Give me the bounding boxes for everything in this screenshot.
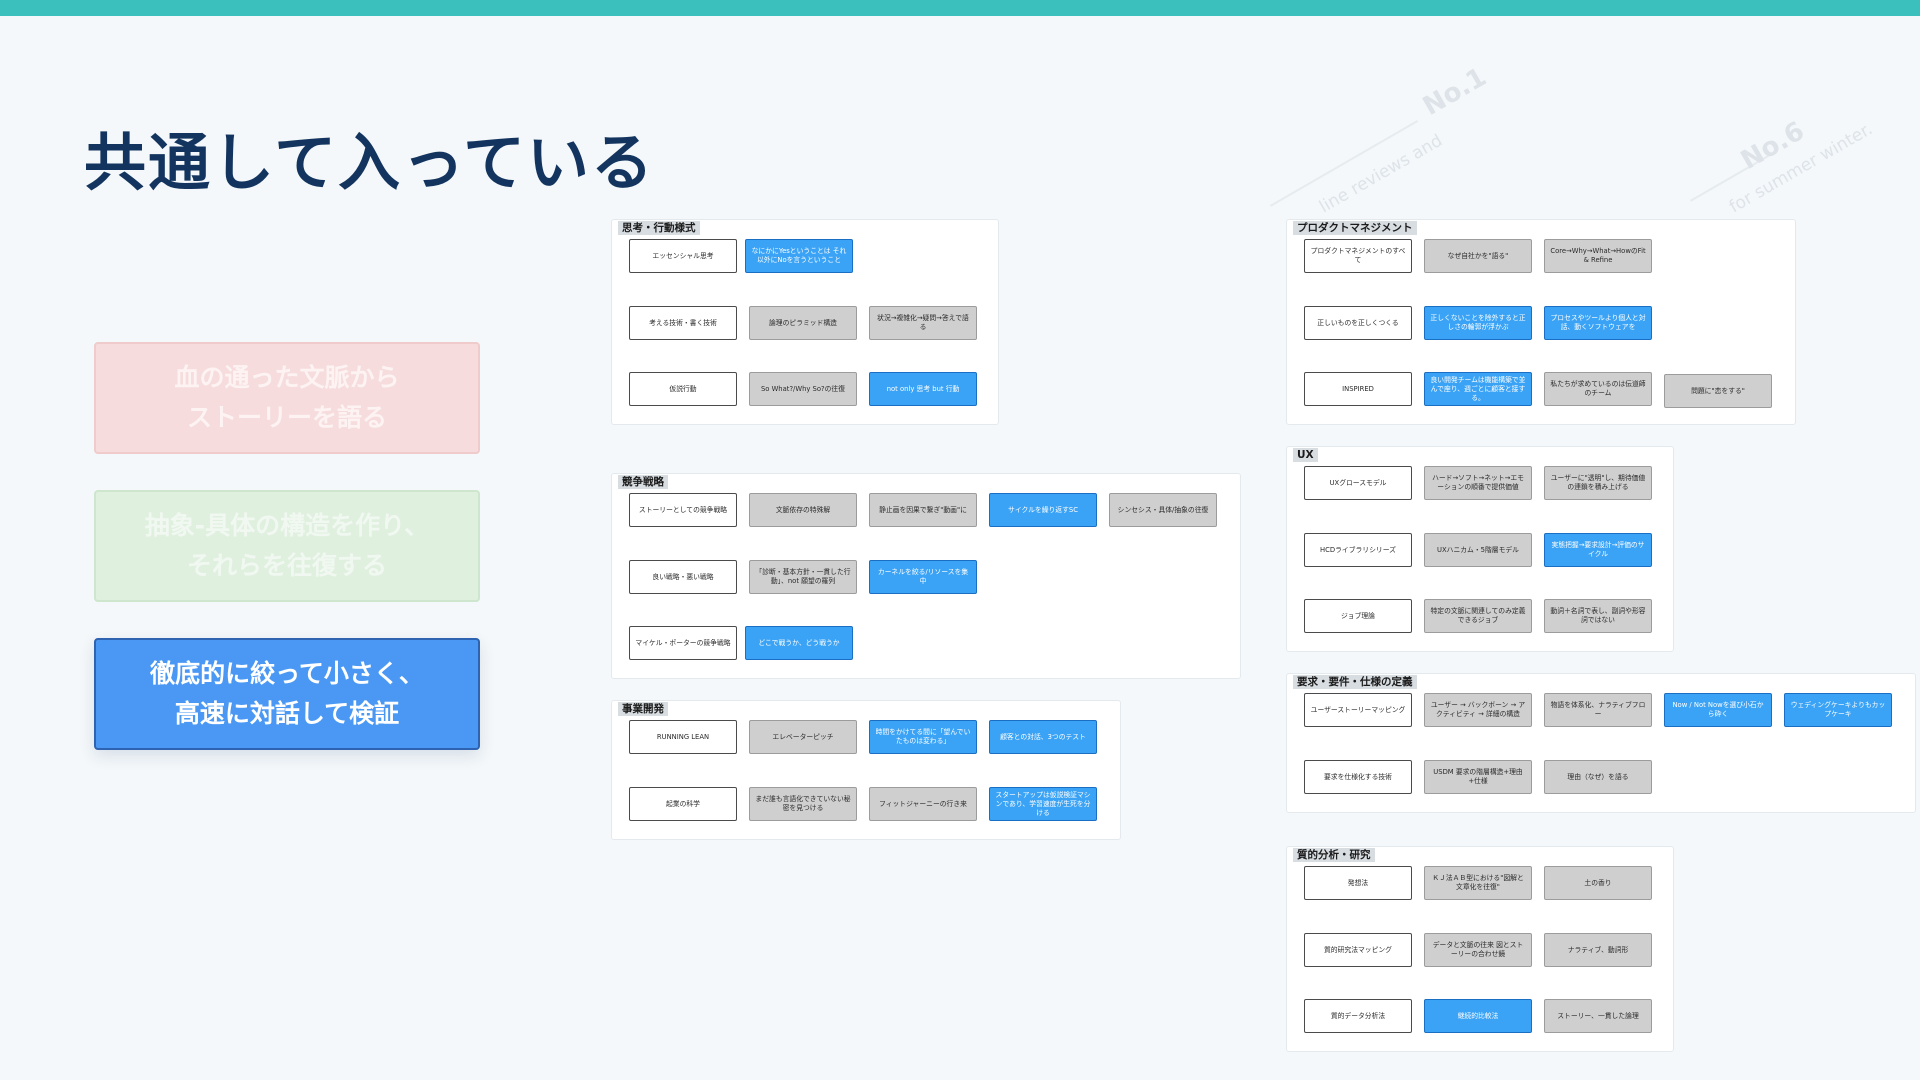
- board-item[interactable]: 文脈依存の特殊解: [749, 493, 857, 527]
- board-item[interactable]: RUNNING LEAN: [629, 720, 737, 754]
- board-item[interactable]: INSPIRED: [1304, 372, 1412, 406]
- panel-title: UX: [1293, 448, 1318, 462]
- board-item[interactable]: ウェディングケーキよりもカップケーキ: [1784, 693, 1892, 727]
- board-item[interactable]: 要求を仕様化する技術: [1304, 760, 1412, 794]
- board-item[interactable]: 時間をかけてる間に「望んでいたものは変わる」: [869, 720, 977, 754]
- board-item[interactable]: ユーザー → バックボーン → アクティビティ → 詳細の構造: [1424, 693, 1532, 727]
- panel-title: 事業開発: [618, 702, 668, 716]
- panel-ux: UX UXグロースモデル ハード→ソフト→ネット→エモーションの順番で提供価値 …: [1286, 446, 1674, 652]
- board-item[interactable]: プロセスやツールより個人と対話、動くソフトウェアを: [1544, 306, 1652, 340]
- theme-card-context-story[interactable]: 血の通った文脈から ストーリーを語る: [94, 342, 480, 454]
- board-item[interactable]: 起業の科学: [629, 787, 737, 821]
- board-item[interactable]: 物語を体系化、ナラティブフロー: [1544, 693, 1652, 727]
- board-item[interactable]: 良い開発チームは機能構築で並んで座り、週ごとに顧客と接する。: [1424, 372, 1532, 406]
- board-item[interactable]: エレベーターピッチ: [749, 720, 857, 754]
- board-item[interactable]: UXグロースモデル: [1304, 466, 1412, 500]
- panel-requirements: 要求・要件・仕様の定義 ユーザーストーリーマッピング ユーザー → バックボーン…: [1286, 673, 1916, 813]
- board-item[interactable]: 発想法: [1304, 866, 1412, 900]
- theme-card-small-fast-validate[interactable]: 徹底的に絞って小さく、 高速に対話して検証: [94, 638, 480, 750]
- board-item[interactable]: 理由（なぜ）を語る: [1544, 760, 1652, 794]
- board-item[interactable]: スタートアップは仮説検証マシンであり、学習速度が生死を分ける: [989, 787, 1097, 821]
- board-item[interactable]: 動詞＋名詞で表し、副詞や形容詞ではない: [1544, 599, 1652, 633]
- board-item[interactable]: 仮説行動: [629, 372, 737, 406]
- board-item[interactable]: カーネルを絞る/リソースを集中: [869, 560, 977, 594]
- board-item[interactable]: まだ誰も言語化できていない秘密を見つける: [749, 787, 857, 821]
- board-item[interactable]: 特定の文脈に関連してのみ定義できるジョブ: [1424, 599, 1532, 633]
- board-item[interactable]: 考える技術・書く技術: [629, 306, 737, 340]
- board-item[interactable]: Now / Not Nowを選び小石から砕く: [1664, 693, 1772, 727]
- panel-thinking: 思考・行動様式 エッセンシャル思考 なにかにYesということは それ以外にNoを…: [611, 219, 999, 425]
- board-item[interactable]: なぜ自社かを"語る": [1424, 239, 1532, 273]
- board-item[interactable]: 質的研究法マッピング: [1304, 933, 1412, 967]
- slide-title: 共通して入っている: [84, 126, 656, 199]
- board-item[interactable]: サイクルを繰り返すSC: [989, 493, 1097, 527]
- board-item[interactable]: 継続的比較法: [1424, 999, 1532, 1033]
- board-item[interactable]: シンセシス・具体/抽象の往復: [1109, 493, 1217, 527]
- board-item[interactable]: 良い戦略・悪い戦略: [629, 560, 737, 594]
- board-item[interactable]: HCDライブラリシリーズ: [1304, 533, 1412, 567]
- watermark-no1: No.1: [1418, 62, 1492, 122]
- board-item[interactable]: So What?/Why So?の往復: [749, 372, 857, 406]
- panel-product: プロダクトマネジメント プロダクトマネジメントのすべて なぜ自社かを"語る" C…: [1286, 219, 1796, 425]
- board-item[interactable]: 質的データ分析法: [1304, 999, 1412, 1033]
- board-item[interactable]: ナラティブ、動詞形: [1544, 933, 1652, 967]
- board-item[interactable]: 顧客との対話、3つのテスト: [989, 720, 1097, 754]
- board-item[interactable]: ストーリー、一貫した論理: [1544, 999, 1652, 1033]
- panel-business: 事業開発 RUNNING LEAN エレベーターピッチ 時間をかけてる間に「望ん…: [611, 700, 1121, 840]
- theme-card-abstract-concrete[interactable]: 抽象-具体の構造を作り、 それらを往復する: [94, 490, 480, 602]
- panel-title: 競争戦略: [618, 475, 668, 489]
- board-item[interactable]: 土の香り: [1544, 866, 1652, 900]
- panel-title: プロダクトマネジメント: [1293, 221, 1417, 235]
- board-item[interactable]: 状況→複雑化→疑問→答えで語る: [869, 306, 977, 340]
- board-item[interactable]: プロダクトマネジメントのすべて: [1304, 239, 1412, 273]
- board-item[interactable]: ユーザーストーリーマッピング: [1304, 693, 1412, 727]
- board-item[interactable]: ハード→ソフト→ネット→エモーションの順番で提供価値: [1424, 466, 1532, 500]
- board-item[interactable]: not only 思考 but 行動: [869, 372, 977, 406]
- board-item[interactable]: 問題に"恋をする": [1664, 374, 1772, 408]
- board-item[interactable]: 静止画を因果で繋ぎ"動画"に: [869, 493, 977, 527]
- board-item[interactable]: Core→Why→What→HowのFit & Refine: [1544, 239, 1652, 273]
- board-item[interactable]: UXハニカム・5階層モデル: [1424, 533, 1532, 567]
- board-item[interactable]: 私たちが求めているのは伝道師のチーム: [1544, 372, 1652, 406]
- panel-qualitative: 質的分析・研究 発想法 ＫＪ法ＡＢ型における"図解と文章化を往復" 土の香り 質…: [1286, 846, 1674, 1052]
- panel-title: 質的分析・研究: [1293, 848, 1375, 862]
- board-item[interactable]: どこで戦うか、どう戦うか: [745, 626, 853, 660]
- top-accent-bar: [0, 0, 1920, 16]
- board-item[interactable]: 実態把握→要求設計→評価のサイクル: [1544, 533, 1652, 567]
- board-item[interactable]: ジョブ理論: [1304, 599, 1412, 633]
- board-item[interactable]: フィットジャーニーの行き来: [869, 787, 977, 821]
- board-item[interactable]: ユーザーに"透明"し、期待価値の連鎖を積み上げる: [1544, 466, 1652, 500]
- board-item[interactable]: なにかにYesということは それ以外にNoを言うということ: [745, 239, 853, 273]
- board-item[interactable]: 「診断・基本方針・一貫した行動」、not 願望の羅列: [749, 560, 857, 594]
- board-item[interactable]: 論理のピラミッド構造: [749, 306, 857, 340]
- panel-strategy: 競争戦略 ストーリーとしての競争戦略 文脈依存の特殊解 静止画を因果で繋ぎ"動画…: [611, 473, 1241, 679]
- board-item[interactable]: ＫＪ法ＡＢ型における"図解と文章化を往復": [1424, 866, 1532, 900]
- panel-title: 思考・行動様式: [618, 221, 700, 235]
- board-item[interactable]: ストーリーとしての競争戦略: [629, 493, 737, 527]
- watermark-no1-subtitle: line reviews and: [1316, 130, 1446, 218]
- board-item[interactable]: マイケル・ポーターの競争戦略: [629, 626, 737, 660]
- board-item[interactable]: USDM 要求の階層構造+理由+仕様: [1424, 760, 1532, 794]
- board-item[interactable]: 正しくないことを除外すると正しさの輪郭が浮かぶ: [1424, 306, 1532, 340]
- board-item[interactable]: データと文脈の往来 図とストーリーの合わせ鏡: [1424, 933, 1532, 967]
- panel-title: 要求・要件・仕様の定義: [1293, 675, 1417, 689]
- board-item[interactable]: エッセンシャル思考: [629, 239, 737, 273]
- board-item[interactable]: 正しいものを正しくつくる: [1304, 306, 1412, 340]
